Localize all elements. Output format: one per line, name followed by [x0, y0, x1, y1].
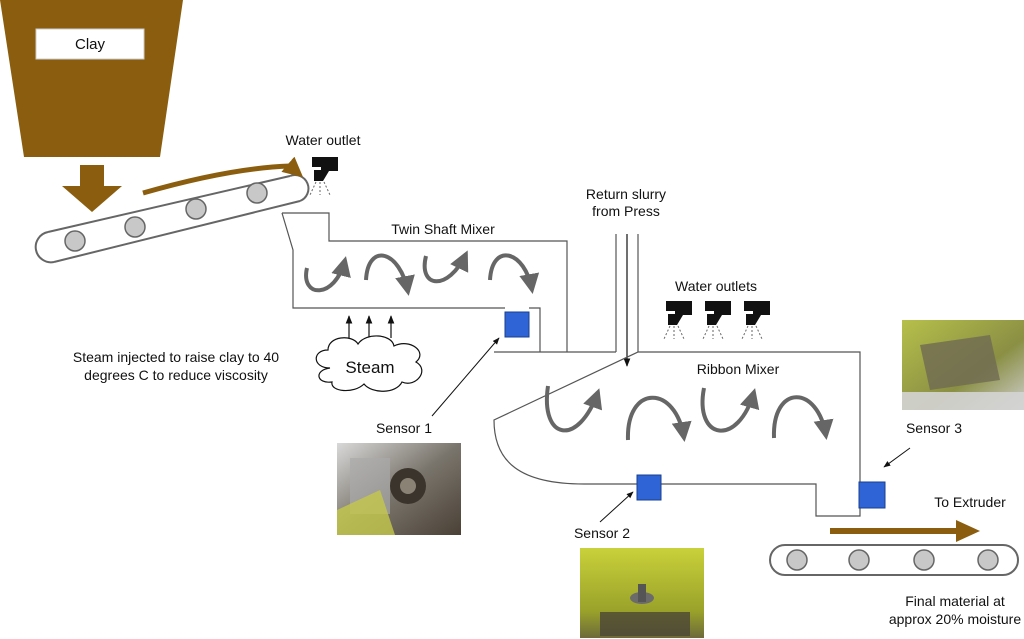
conveyor-roller: [848, 549, 870, 571]
clay-label-box: [35, 28, 145, 60]
conveyor-roller: [786, 549, 808, 571]
water-outlets-label: Water outlets: [675, 278, 757, 294]
clay-hopper: Clay: [0, 0, 183, 157]
return-slurry-pipe: [615, 234, 639, 367]
sensor-1-label: Sensor 1: [376, 420, 432, 436]
ribbon-mixer: [493, 351, 861, 517]
return-slurry-line2: from Press: [592, 203, 660, 219]
ribbon-mixer-rotation-arrows: [544, 385, 834, 442]
conveyor-roller: [246, 182, 268, 204]
water-outlet-icon: [741, 301, 770, 340]
conveyor-roller: [977, 549, 999, 571]
sensor-3-label: Sensor 3: [906, 420, 962, 436]
feed-conveyor: [34, 174, 310, 264]
twin-shaft-mixer-label: Twin Shaft Mixer: [391, 221, 495, 237]
output-flow-arrow: [830, 520, 980, 542]
sensor-2-box: [636, 474, 662, 501]
steam-note-line1: Steam injected to raise clay to 40: [73, 349, 279, 365]
sensor-1-box: [504, 311, 530, 338]
sensor-2-photo: [580, 548, 704, 638]
sensor-2-label: Sensor 2: [574, 525, 630, 541]
feed-flow-arrow: [142, 156, 304, 196]
sensor-3-photo: [902, 320, 1024, 410]
twin-shaft-mixer: [281, 212, 568, 352]
ribbon-mixer-label: Ribbon Mixer: [697, 361, 780, 377]
steam-up-arrows: [345, 315, 395, 338]
hopper-down-arrow: [62, 165, 122, 212]
sensor-2-pointer: [599, 491, 634, 523]
conveyor-roller: [64, 230, 86, 252]
output-conveyor: [769, 544, 1019, 576]
sensor-1-pointer: [431, 337, 500, 417]
water-outlet-icon: [663, 301, 692, 340]
steam-label: Steam: [345, 358, 394, 377]
final-material-line2: approx 20% moisture: [889, 611, 1022, 627]
sensor-3-box: [858, 481, 886, 509]
to-extruder-label: To Extruder: [934, 494, 1006, 510]
water-outlet-icon: [309, 157, 338, 196]
return-slurry-line1: Return slurry: [586, 186, 666, 202]
conveyor-roller: [124, 216, 146, 238]
steam-note-line2: degrees C to reduce viscosity: [84, 367, 268, 383]
sensor-1-photo: [337, 443, 461, 535]
sensor-3-pointer: [883, 447, 911, 468]
clay-label: Clay: [75, 36, 106, 53]
conveyor-roller: [185, 198, 207, 220]
water-outlet-label: Water outlet: [286, 132, 361, 148]
twin-mixer-rotation-arrows: [304, 250, 540, 296]
steam-cloud-icon: [315, 335, 423, 392]
conveyor-roller: [913, 549, 935, 571]
final-material-line1: Final material at: [905, 593, 1005, 609]
water-outlet-icon: [702, 301, 731, 340]
